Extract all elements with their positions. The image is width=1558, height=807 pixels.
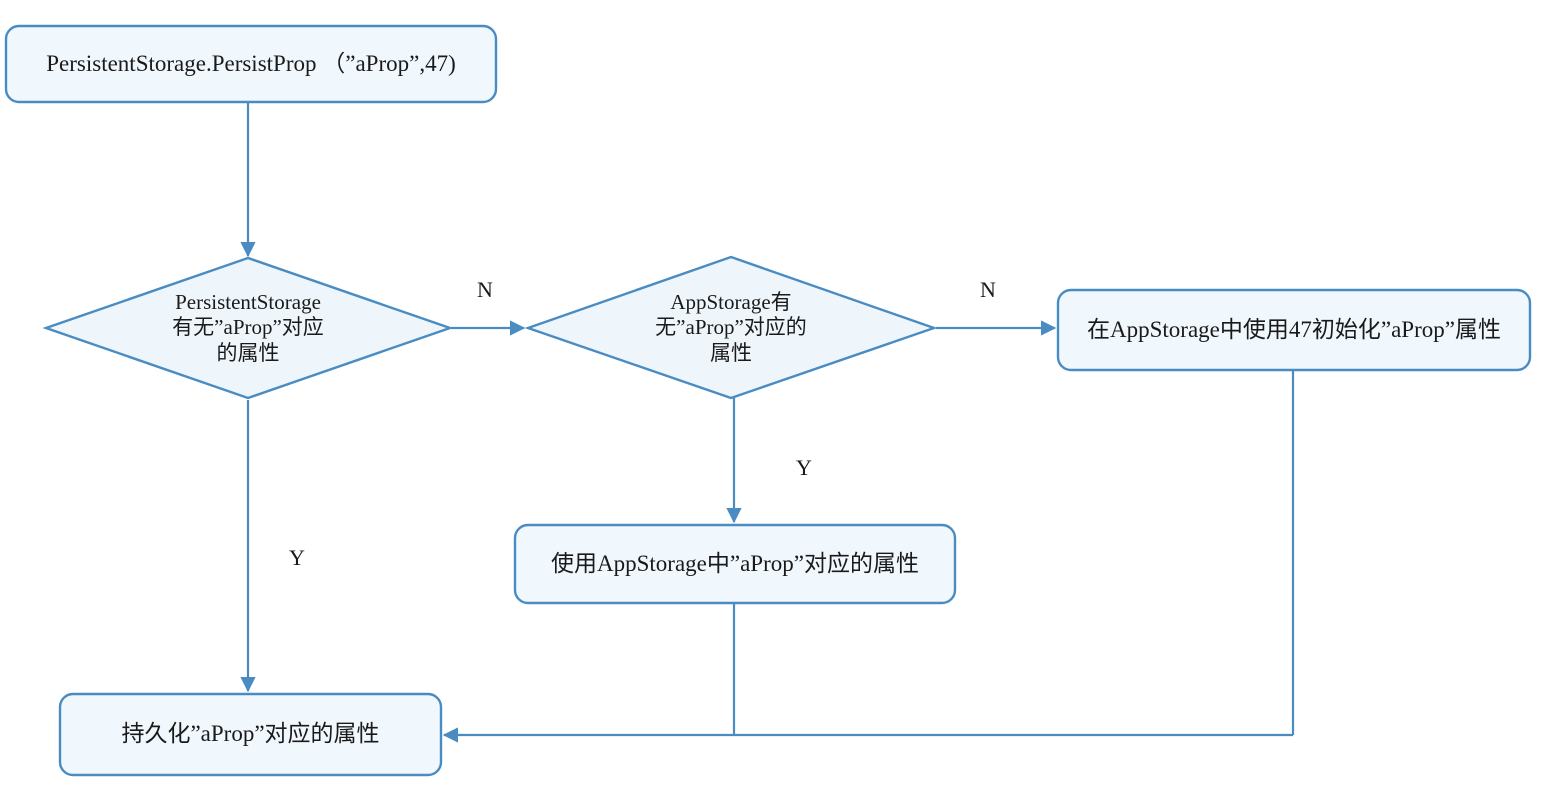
edge-label-decision2-no: N	[980, 277, 996, 302]
edge-label-decision1-no: N	[477, 277, 493, 302]
node-decision-appstorage-shape[interactable]	[524, 255, 938, 400]
node-persist-prop-shape[interactable]	[58, 692, 443, 777]
edge-label-decision2-yes: Y	[796, 455, 812, 480]
node-init-appstorage-shape[interactable]	[1056, 288, 1532, 372]
node-use-appstorage-shape[interactable]	[513, 523, 957, 605]
edge-label-decision1-yes: Y	[289, 545, 305, 570]
node-start-shape[interactable]	[4, 24, 498, 104]
node-decision-persistentstorage-shape[interactable]	[42, 256, 454, 400]
